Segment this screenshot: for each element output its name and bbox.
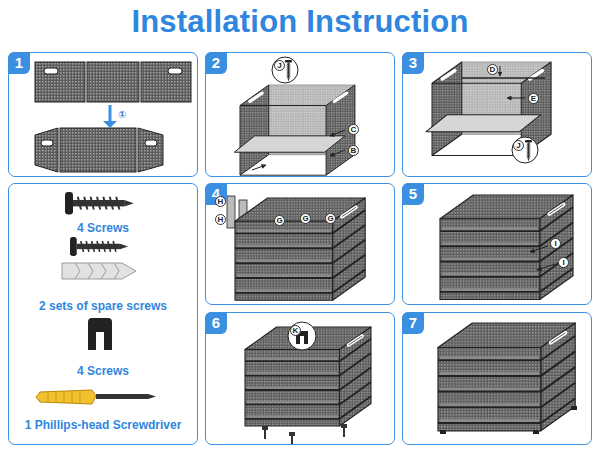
callout-letter: J — [513, 140, 524, 151]
callout-letter: ① — [118, 110, 126, 120]
step-number: 5 — [402, 183, 424, 205]
parts-panel: 4 Screws 2 sets of spare screws 4 Screws 1 … — [8, 183, 198, 445]
callout-letter: H — [215, 214, 226, 225]
callout-letter: H — [215, 196, 226, 207]
callout-letter: I — [558, 257, 569, 268]
step-panel: 5 — [402, 183, 592, 305]
callout-letter: C — [348, 124, 359, 135]
callout-letter: G — [300, 213, 311, 224]
step-number: 3 — [402, 52, 424, 74]
callout-letter: D — [487, 64, 498, 75]
step-panel: 7 — [402, 312, 592, 445]
part-caption: 1 Phillips-head Screwdriver — [11, 418, 195, 432]
page-title: Installation Instruction — [0, 4, 600, 40]
step-panel: 2 — [205, 52, 395, 177]
callout-letter: E — [528, 93, 539, 104]
callout-letter: I — [550, 238, 561, 249]
callout-letter: B — [348, 145, 359, 156]
part-caption: 2 sets of spare screws — [11, 299, 195, 313]
callout-letter: G — [274, 215, 285, 226]
step-panel: 1 — [8, 52, 198, 177]
callout-letter: G — [325, 213, 336, 224]
part-caption: 4 Screws — [11, 221, 195, 235]
part-caption: 4 Screws — [11, 364, 195, 378]
step-panel: 4 — [205, 183, 395, 305]
step-number: 1 — [8, 52, 30, 74]
callout-letter: J — [274, 60, 285, 71]
step-number: 6 — [205, 312, 227, 334]
step-number: 2 — [205, 52, 227, 74]
step-number: 7 — [402, 312, 424, 334]
callout-letter: K — [290, 325, 301, 336]
